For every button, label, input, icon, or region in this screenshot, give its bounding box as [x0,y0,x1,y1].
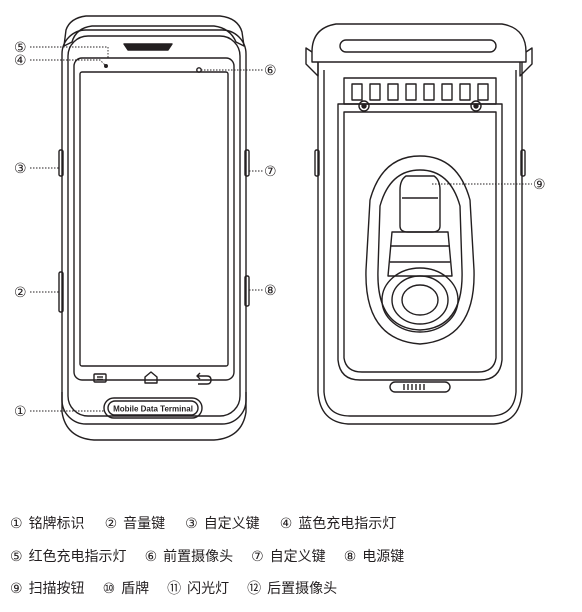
nameplate [103,397,203,419]
latch [389,381,451,393]
front-top-bumper [63,15,245,47]
callout-8: ⑧ [264,283,277,299]
camera-lens-inner [401,284,439,316]
front-callouts: ⑤ ④ ③ ② ① ⑥ ⑦ ⑧ [14,40,277,420]
nameplate-text: Mobile Data Terminal [113,405,193,414]
power-key [244,275,250,307]
hinge [343,77,497,105]
callout-5: ⑤ [14,40,27,56]
front-bottom-bumper [61,392,247,441]
screen [79,71,229,367]
front-body-outer [61,29,247,425]
home-icon [144,371,158,384]
flash-slot [339,39,497,53]
callout-1: ① [14,404,27,420]
custom-key-right [244,149,250,177]
callout-6: ⑥ [264,63,277,79]
back-top-bar [311,23,527,63]
volume-key [58,271,64,313]
callout-2: ② [14,285,27,301]
camera-barrel [387,231,453,277]
back-icon [196,372,212,385]
hinge-screw-left [358,100,370,112]
front-body-inner [67,35,241,417]
screen-bezel [73,57,235,381]
hinge-screw-right [470,100,482,112]
callout-9: ⑨ [533,177,546,193]
back-body [317,62,523,425]
menu-icon [93,373,107,383]
camera-lens-outer [381,267,459,333]
back-view [305,23,533,425]
handle-outer [365,155,475,345]
callout-3: ③ [14,161,27,177]
callout-4: ④ [14,53,27,69]
custom-key-left [58,149,64,177]
scan-button [399,175,441,233]
callout-7: ⑦ [264,164,277,180]
front-callout-lines [30,46,263,412]
handle-mid [377,169,463,331]
shield-plate [337,103,503,381]
earpiece [123,43,173,51]
front-view [58,15,250,441]
device-diagram: Mobile Data Terminal ⑤ ④ ③ ② ① ⑥ ⑦ ⑧ [14,15,546,441]
front-camera-dot [196,67,202,73]
